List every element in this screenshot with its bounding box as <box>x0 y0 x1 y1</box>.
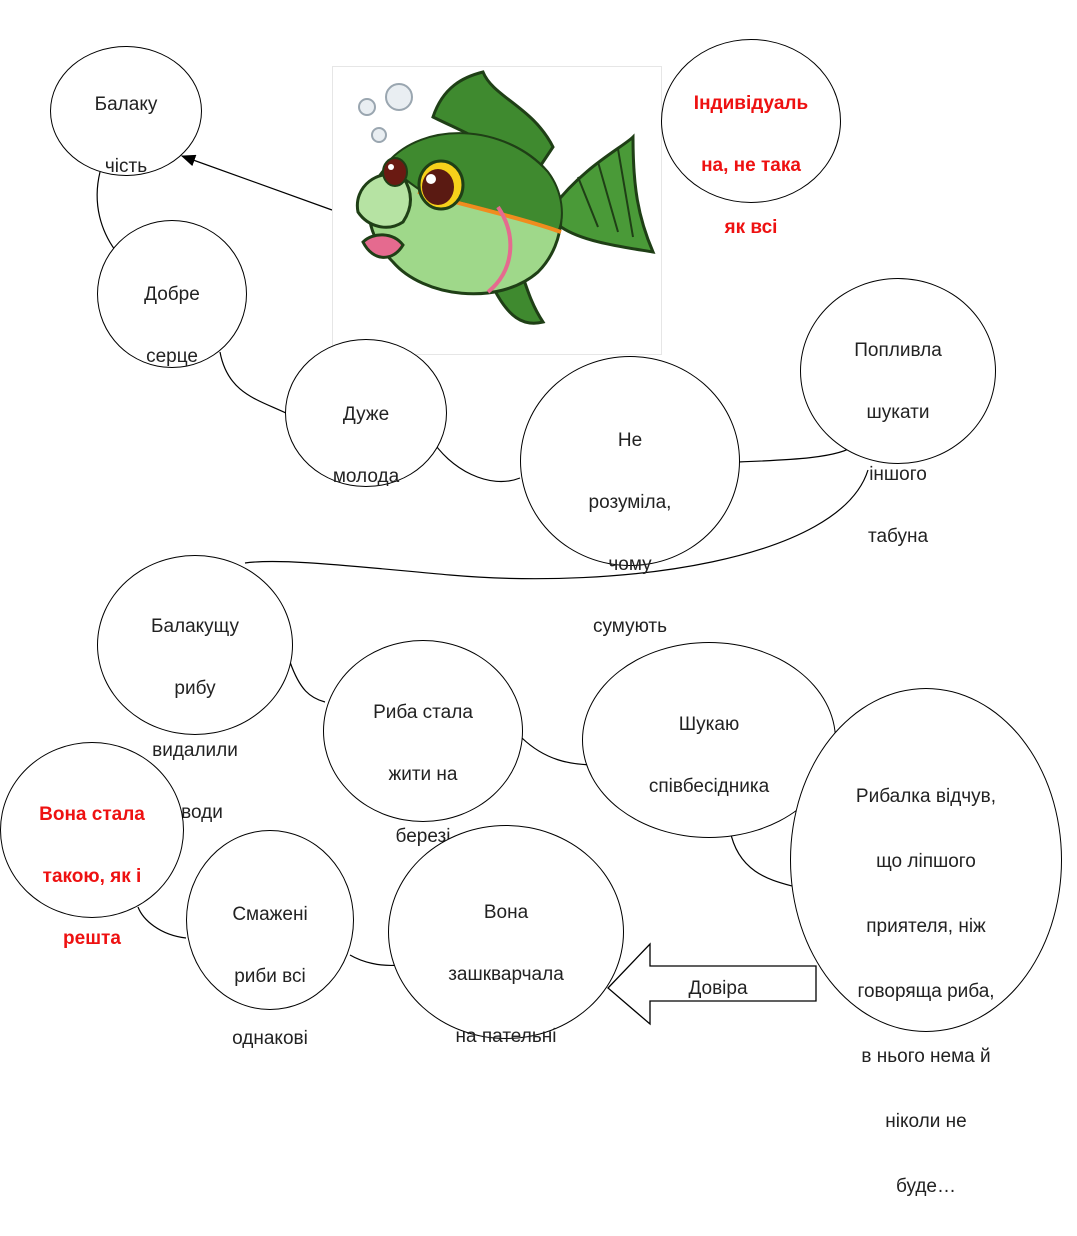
connector-vydalyly-naberezi <box>289 661 326 703</box>
node-line: розуміла, <box>588 492 672 513</box>
node-poplyvla-circle <box>800 278 996 464</box>
fish-illustration <box>332 66 662 355</box>
node-line: ніколи не <box>885 1110 967 1132</box>
node-line: чому <box>608 554 652 575</box>
node-line: решта <box>63 928 121 949</box>
node-vona-stala-text: Вона стала такою, як і решта <box>0 768 184 985</box>
node-line: іншого <box>869 464 927 485</box>
node-line: такою, як і <box>42 866 142 887</box>
connector-shukayu-rybalka <box>729 829 793 887</box>
connector-smazheni-vonastala <box>137 906 187 939</box>
node-line: серце <box>146 346 198 367</box>
node-shukayu-circle <box>582 642 836 838</box>
node-line: Попливла <box>854 340 942 361</box>
node-smazheni-circle <box>186 830 354 1010</box>
node-line: Вона <box>483 902 529 923</box>
node-line: в нього нема й <box>861 1045 991 1067</box>
node-line: Рибалка відчув, <box>855 785 997 807</box>
node-poplyvla-text: Попливла шукати іншого табуна <box>805 304 991 583</box>
fish-icon <box>355 70 656 325</box>
node-line: співбесідника <box>648 776 770 797</box>
node-duzhe-moloda-text: Дуже молода <box>290 368 442 523</box>
node-shukayu-text: Шукаю співбесідника <box>587 678 831 833</box>
connector-duzhe-nerozumila <box>429 436 521 483</box>
node-line: шукати <box>866 402 930 423</box>
node-line: молода <box>332 466 400 487</box>
node-vona-stala-circle <box>0 742 184 918</box>
node-line: зашкварчала <box>448 964 564 985</box>
node-balakuchist-text: Балаку чість <box>56 58 196 213</box>
node-duzhe-moloda-circle <box>285 339 447 487</box>
node-line: риби всі <box>234 966 306 987</box>
node-line: Вона стала <box>39 804 145 825</box>
node-line: Індивідуаль <box>693 93 809 114</box>
node-line: табуна <box>867 526 929 547</box>
node-line: Добре <box>144 284 200 305</box>
node-rybalka-circle <box>790 688 1062 1032</box>
node-line: Смажені <box>232 904 308 925</box>
node-balakuchist-circle <box>50 46 202 176</box>
node-zashkvarchala-circle <box>388 825 624 1039</box>
node-zashkvarchala-text: Вона зашкварчала на пательні <box>393 866 619 1083</box>
node-line: як всі <box>724 217 778 238</box>
connector-poplyvla-vydalyly <box>244 469 869 580</box>
node-line: Шукаю <box>678 714 740 735</box>
node-line: буде… <box>896 1175 956 1197</box>
node-line: рибу <box>174 678 216 699</box>
node-line: Балакущу <box>150 616 240 637</box>
node-ne-rozumila-text: Не розуміла, чому сумують <box>530 394 730 673</box>
node-individualna-circle <box>661 39 841 203</box>
node-dobre-sertse-text: Добре серце <box>102 248 242 403</box>
diagram-canvas: Довіра <box>0 39 1062 1197</box>
node-line: жити на <box>388 764 458 785</box>
node-line: Риба стала <box>373 702 473 723</box>
node-smazheni-text: Смажені риби всі однакові <box>191 868 349 1085</box>
node-line: сумують <box>593 616 667 637</box>
node-line: на, не така <box>701 155 801 176</box>
node-line: чість <box>104 156 148 177</box>
node-line: що ліпшого <box>876 850 976 872</box>
trust-block-arrow <box>607 942 817 1026</box>
trust-arrow-label: Довіра <box>688 978 748 999</box>
connector-balakuchist-dobre <box>96 171 116 251</box>
node-ne-rozumila-circle <box>520 356 740 566</box>
node-line: видалили <box>152 740 238 761</box>
node-line: приятеля, ніж <box>866 915 986 937</box>
node-line: Балаку <box>94 94 158 115</box>
node-line: на пательні <box>455 1026 557 1047</box>
node-rybalka-text: Рибалка відчув, що ліпшого приятеля, ніж… <box>795 748 1057 1236</box>
node-vydalyly-text: Балакущу рибу видалили з води <box>102 580 288 859</box>
node-na-berezi-text: Риба стала жити на березі <box>328 666 518 883</box>
node-vydalyly-circle <box>97 555 293 735</box>
node-dobre-sertse-circle <box>97 220 247 368</box>
node-na-berezi-circle <box>323 640 523 822</box>
node-individualna-text: Індивідуаль на, не така як всі <box>661 57 841 274</box>
node-line: однакові <box>232 1028 308 1049</box>
node-line: Дуже <box>342 404 390 425</box>
node-line: Не <box>617 430 643 451</box>
node-line: березі <box>395 826 451 847</box>
connector-fish-to-balakuchist <box>180 154 333 211</box>
node-line: говоряща риба, <box>857 980 995 1002</box>
connector-dobre-duzhe <box>219 351 291 416</box>
